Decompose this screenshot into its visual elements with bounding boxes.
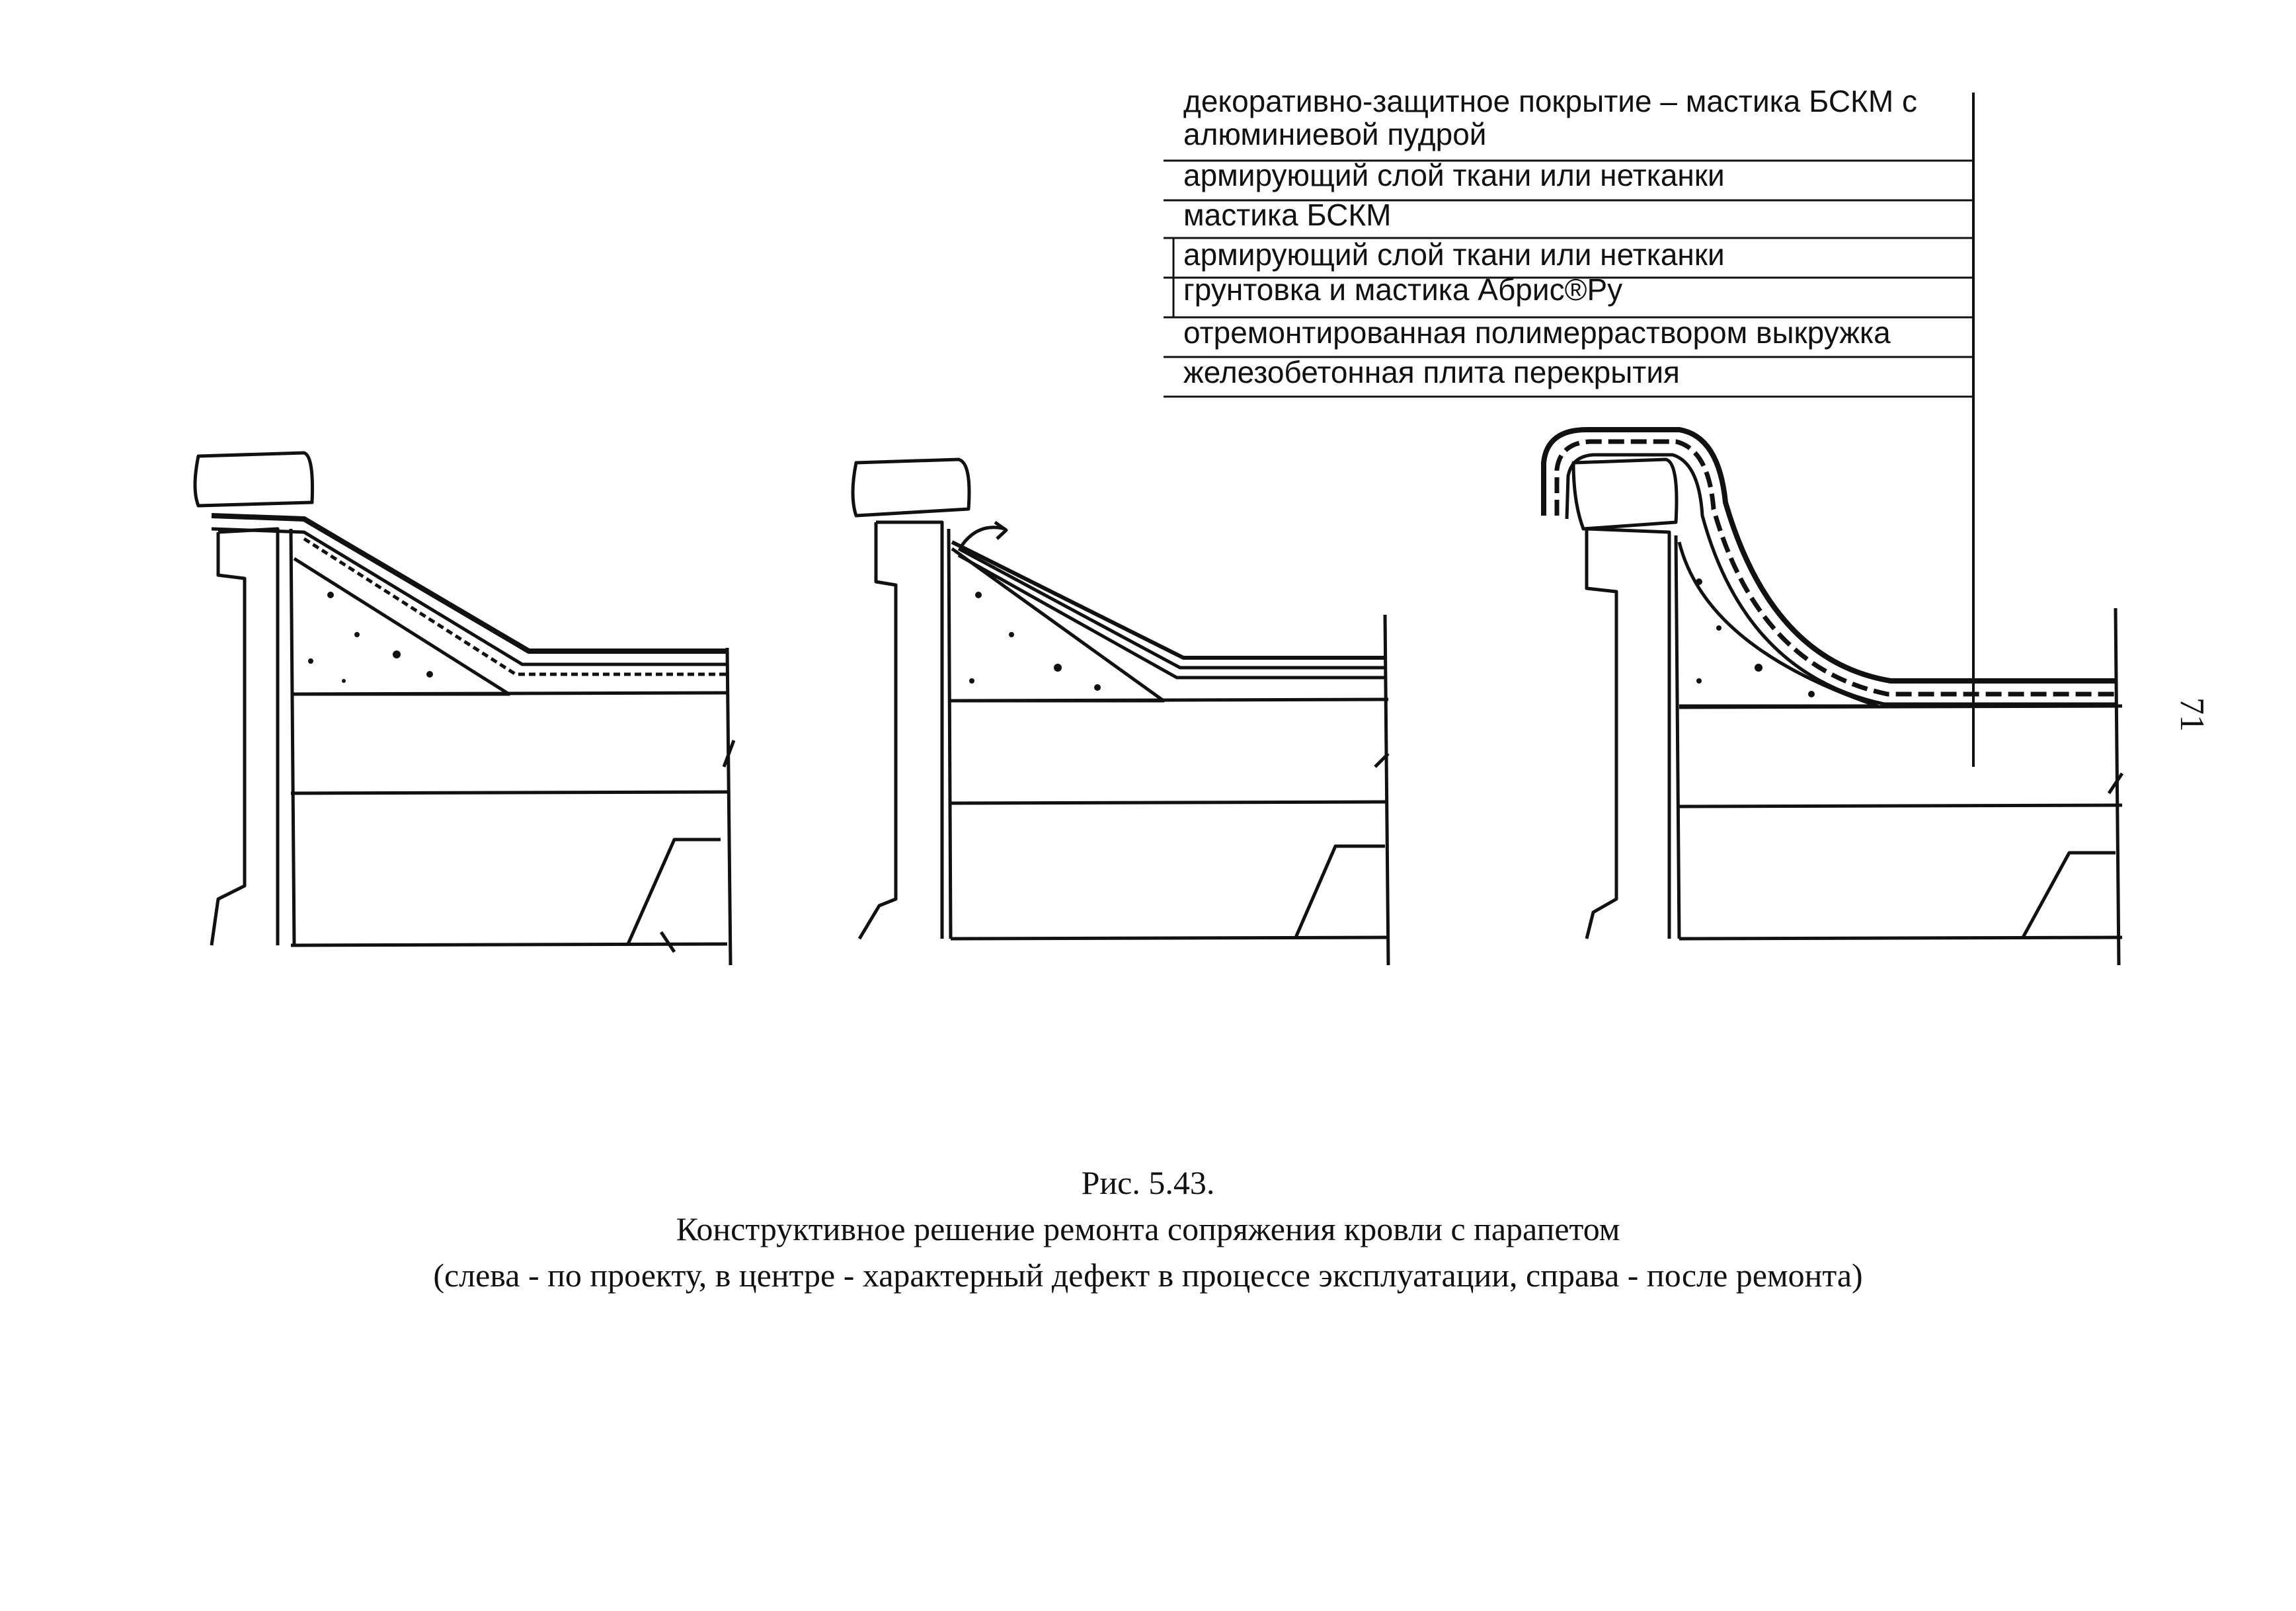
legend-item: армирующий слой ткани или нетканки [1183, 237, 1725, 272]
parapet-coping [851, 457, 971, 518]
wrapped-membrane [1541, 427, 2116, 684]
parapet-coping [193, 451, 314, 508]
drawing-after-repair [1541, 93, 2124, 966]
membrane-layers [211, 513, 727, 654]
fillet [951, 547, 1166, 703]
figure-subtitle: (слева - по проекту, в центре - характер… [433, 1257, 1863, 1294]
legend-item: декоративно-защитное покрытие – мастика … [1183, 84, 1917, 118]
page-number: 71 [2173, 697, 2211, 732]
parapet-wall [857, 520, 944, 940]
figure-title: Конструктивное решение ремонта сопряжени… [676, 1210, 1620, 1247]
roof-slab [290, 691, 728, 947]
legend-item: армирующий слой ткани или нетканки [1183, 158, 1725, 192]
roof-slab [1679, 704, 2123, 941]
legend-table-lines [1164, 159, 1973, 398]
legend-item: отремонтированная полимерраствором выкру… [1183, 315, 1891, 350]
fillet [293, 557, 511, 696]
drawing-by-project [193, 451, 736, 966]
roof-slab [950, 697, 1389, 941]
parapet-coping [1571, 457, 1679, 531]
peeling-arrow [960, 520, 1008, 547]
figure-number: Рис. 5.43. [1081, 1164, 1215, 1201]
concrete-hatching [308, 578, 1815, 697]
legend-item: грунтовка и мастика Абрис®Ру [1183, 272, 1623, 307]
parapet-wall [210, 527, 280, 946]
fillet [1677, 541, 1880, 708]
drawing-defect [851, 457, 1390, 966]
legend-item: мастика БСКМ [1183, 198, 1392, 232]
detached-membrane [951, 540, 1385, 660]
parapet-wall [1585, 527, 1671, 939]
legend-item: железобетонная плита перекрытия [1183, 355, 1680, 389]
legend-item: алюминиевой пудрой [1183, 117, 1487, 151]
